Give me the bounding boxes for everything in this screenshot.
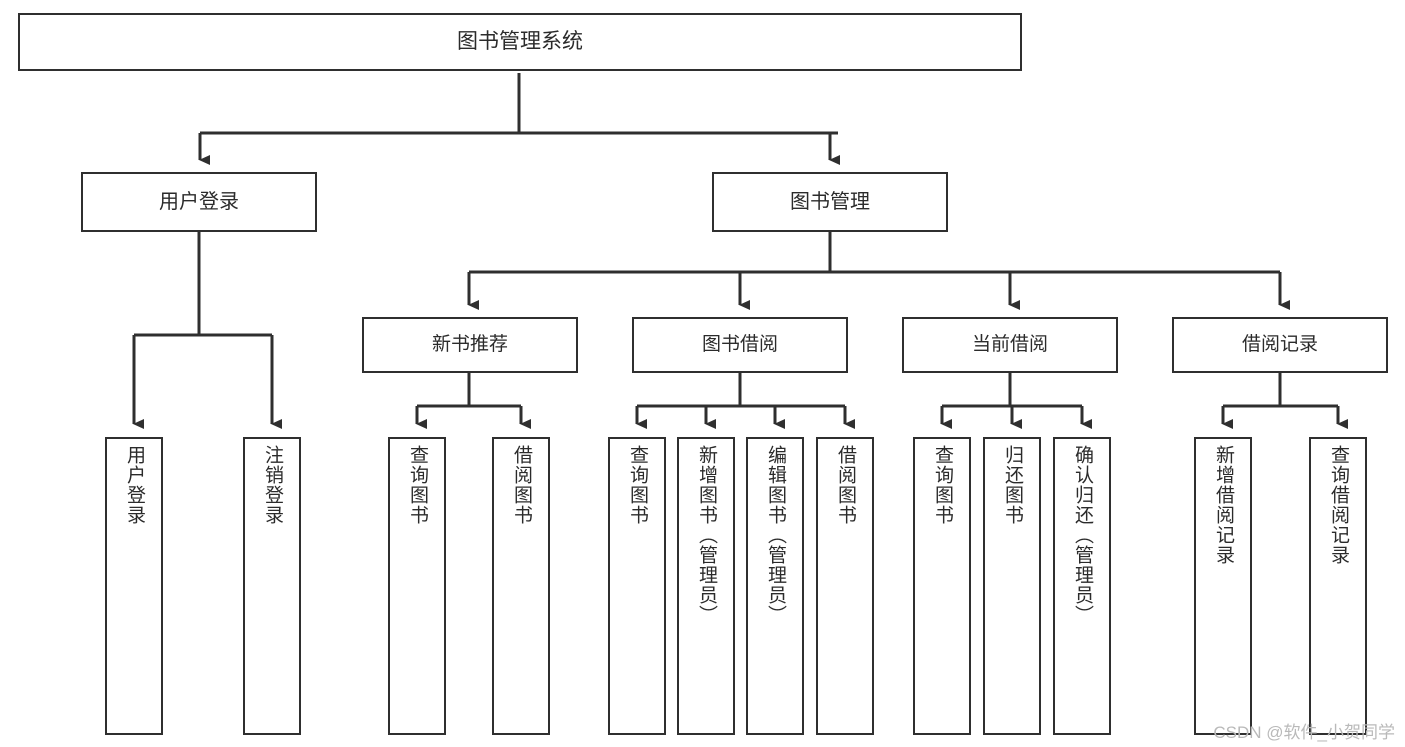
node-label: 借阅图书: [510, 445, 532, 525]
leaf-return-book[interactable]: 归还图书: [983, 437, 1041, 735]
node-label: 查询图书: [406, 445, 428, 525]
node-label: 图书管理系统: [457, 29, 583, 53]
node-label: 新书推荐: [431, 334, 508, 356]
node-label: 注销登录: [261, 445, 283, 525]
node-label: 当前借阅: [971, 334, 1048, 356]
leaf-confirm-return-admin[interactable]: 确认归还（管理员）: [1053, 437, 1111, 735]
node-book-borrow[interactable]: 图书借阅: [632, 317, 848, 373]
node-label: 用户登录: [123, 445, 145, 525]
leaf-edit-book-admin[interactable]: 编辑图书（管理员）: [746, 437, 804, 735]
node-current-borrow[interactable]: 当前借阅: [902, 317, 1118, 373]
node-label: 查询借阅记录: [1327, 445, 1349, 565]
node-label: 借阅记录: [1241, 334, 1318, 356]
node-book-management[interactable]: 图书管理: [712, 172, 948, 232]
node-user-login[interactable]: 用户登录: [81, 172, 317, 232]
node-label: 新增借阅记录: [1212, 445, 1234, 565]
leaf-query-book-borrow[interactable]: 查询图书: [608, 437, 666, 735]
leaf-query-book-current[interactable]: 查询图书: [913, 437, 971, 735]
leaf-query-borrow-record[interactable]: 查询借阅记录: [1309, 437, 1367, 735]
node-label: 借阅图书: [834, 445, 856, 525]
leaf-add-borrow-record[interactable]: 新增借阅记录: [1194, 437, 1252, 735]
node-label: 新增图书（管理员）: [695, 445, 717, 625]
node-root-system[interactable]: 图书管理系统: [18, 13, 1022, 71]
node-label: 编辑图书（管理员）: [764, 445, 786, 625]
leaf-borrow-book-recommend[interactable]: 借阅图书: [492, 437, 550, 735]
node-label: 图书管理: [790, 190, 870, 213]
node-label: 查询图书: [626, 445, 648, 525]
leaf-logout[interactable]: 注销登录: [243, 437, 301, 735]
node-new-book-recommend[interactable]: 新书推荐: [362, 317, 578, 373]
node-borrow-record[interactable]: 借阅记录: [1172, 317, 1388, 373]
node-label: 用户登录: [159, 190, 239, 213]
leaf-borrow-book[interactable]: 借阅图书: [816, 437, 874, 735]
leaf-query-book-recommend[interactable]: 查询图书: [388, 437, 446, 735]
node-label: 归还图书: [1001, 445, 1023, 525]
leaf-user-login[interactable]: 用户登录: [105, 437, 163, 735]
node-label: 查询图书: [931, 445, 953, 525]
node-label: 确认归还（管理员）: [1071, 445, 1093, 625]
node-label: 图书借阅: [701, 334, 778, 356]
leaf-add-book-admin[interactable]: 新增图书（管理员）: [677, 437, 735, 735]
